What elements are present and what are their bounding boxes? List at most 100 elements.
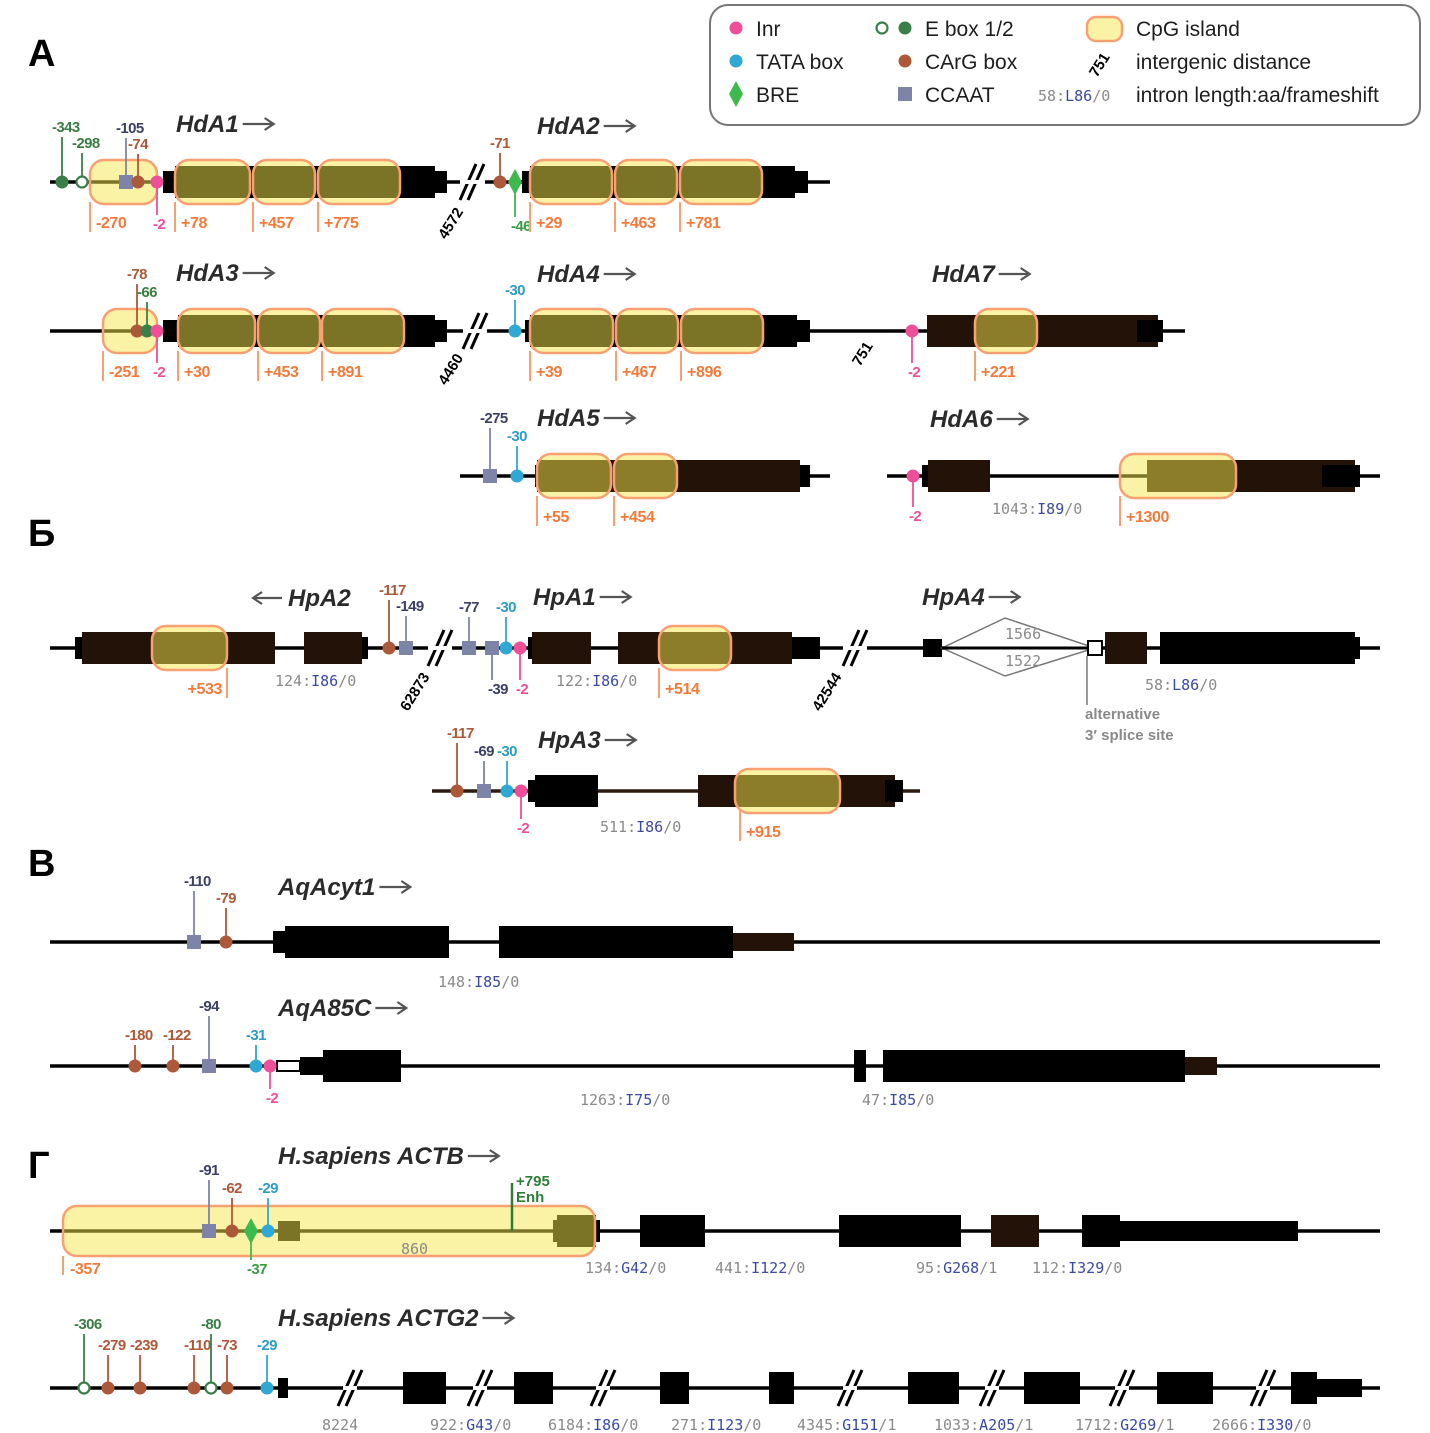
exon-block [1157,1372,1213,1404]
intron-label: 1263:I75/0 [580,1091,670,1109]
cpg-island [1118,452,1238,500]
intron-aa: I86 [592,672,619,690]
carg-box-icon [225,1224,239,1238]
inr-icon [514,784,528,798]
site-label-carg: -117 [447,725,474,742]
gene-name: HdA5 [537,405,600,432]
site-label-tata: -29 [257,1337,277,1354]
intron-label: 4345:G151/1 [797,1416,896,1433]
tata-box-icon [249,1059,263,1073]
exon-block [1317,1379,1362,1397]
site-label-carg: -73 [217,1337,237,1354]
intergenic-distance: 8224 [322,1416,358,1433]
bre-icon [729,81,743,107]
cpg-position-label: +463 [621,215,656,232]
e-box-1-icon [204,1381,218,1395]
intergenic-distance: 4572 [435,205,467,242]
carg-box-icon [130,324,144,338]
alternative-splice-site-box [1087,640,1103,656]
separator: : [934,1259,943,1277]
intron-length: 122 [556,672,583,690]
gene-name: HdA3 [176,260,239,287]
intron-length: 112 [1032,1259,1059,1277]
intron-frameshift: 0 [796,1259,805,1277]
separator: : [1028,500,1037,518]
site-label-carg: -279 [98,1337,126,1354]
separator: / [1293,1416,1302,1433]
intron-length: 2666 [1212,1416,1248,1433]
tata-box-icon [260,1381,274,1395]
carg-box-icon [220,1381,234,1395]
splice-length-long: 1566 [1005,625,1041,643]
tata-box-icon [261,1224,275,1238]
intron-frameshift: 1 [988,1259,997,1277]
separator: / [501,973,510,991]
separator: : [1111,1416,1120,1433]
cpg-island [528,307,615,355]
exon-block [1322,465,1360,487]
exon-block [532,632,591,664]
cpg-island [61,1204,597,1258]
site-label-tata: -30 [497,743,517,760]
site-label-carg: -74 [128,136,149,153]
legend-cpg-label: CpG island [1136,18,1240,41]
cpg-position-label: +896 [687,364,722,381]
separator: : [583,672,592,690]
intron-label: 47:I85/0 [862,1091,934,1109]
inr-icon [905,324,919,338]
carg-box-icon [166,1059,180,1073]
separator: / [648,1259,657,1277]
site-label-tata: -30 [496,599,516,616]
site-label-carg: -117 [379,582,406,599]
inr-icon [729,21,743,35]
gene-name: AqA85C [277,995,372,1022]
exon-block [991,1215,1039,1247]
cpg-island [535,452,613,500]
e-box-2-icon [55,175,69,189]
exon-block [885,780,903,802]
exon-block [1082,1215,1120,1247]
island-length: 860 [401,1240,428,1258]
arrow-right-icon [625,119,637,133]
gene-name: HdA6 [930,406,993,433]
arrow-right-icon [621,590,633,604]
separator: / [338,672,347,690]
separator: / [652,1091,661,1109]
intron-length: 58 [1145,676,1163,694]
bre-icon [508,169,522,195]
carg-box-icon [382,641,396,655]
exon-block [908,1372,959,1404]
carg-box-icon [133,1381,147,1395]
site-label-ccaat: -69 [474,743,494,760]
intron-aa: I122 [751,1259,787,1277]
intron-label: 112:I329/0 [1032,1259,1122,1277]
intron-aa: L86 [1065,87,1092,105]
intron-label: 95:G268/1 [916,1259,997,1277]
separator: : [302,672,311,690]
gene-name: HpA3 [538,727,601,754]
cpg-island [733,767,842,815]
separator: / [743,1416,752,1433]
exon-block [1137,320,1163,342]
intron-frameshift: 0 [661,1091,670,1109]
legend-ebox-label: E box 1/2 [925,18,1014,41]
cpg-position-label: +467 [622,364,657,381]
separator: : [1056,87,1065,105]
intron-label: 271:I123/0 [671,1416,761,1433]
separator: / [787,1259,796,1277]
arrow-right-icon [264,266,276,280]
site-label-inr: -2 [516,681,528,698]
intron-frameshift: 1 [1165,1416,1174,1433]
carg-box-icon [187,1381,201,1395]
intron-label: 511:I86/0 [600,818,681,836]
intron-length: 271 [671,1416,698,1433]
cpg-position-label: +29 [536,215,562,232]
cpg-position-label: -270 [96,215,127,232]
intron-label: 922:G43/0 [430,1416,511,1433]
separator: / [979,1259,988,1277]
intron-frameshift: 1 [1024,1416,1033,1433]
intron-length: 441 [715,1259,742,1277]
arrow-right-icon [1018,412,1030,426]
separator: : [970,1416,979,1433]
cpg-position-label: +55 [543,509,569,526]
